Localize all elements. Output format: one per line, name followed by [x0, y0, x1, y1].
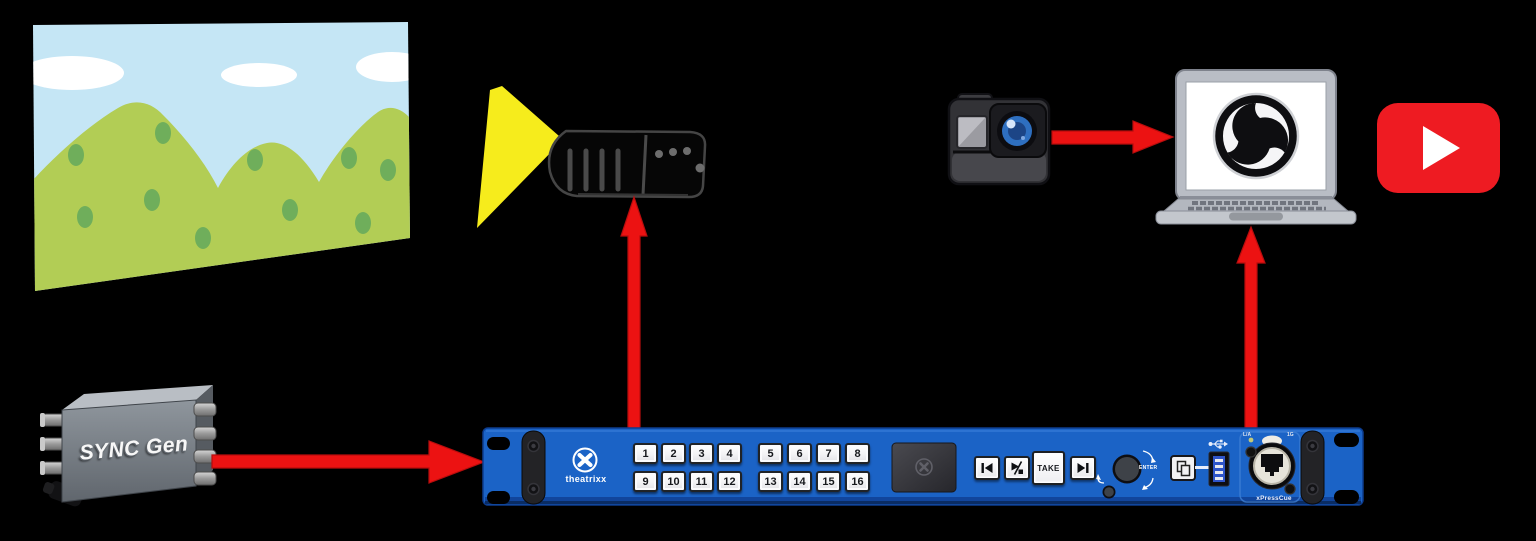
theatrixx-logo-icon	[572, 447, 598, 473]
cue-button-16: 16	[845, 471, 870, 492]
xpresscue-model-label: xPressCue	[1256, 495, 1292, 502]
laptop-icon	[1155, 69, 1357, 225]
usb-port-icon	[1208, 439, 1230, 487]
cue-button-5: 5	[758, 443, 783, 464]
rack-device	[482, 427, 1364, 506]
cue-button-2: 2	[661, 443, 686, 464]
cue-button-13: 13	[758, 471, 783, 492]
cue-button-3: 3	[689, 443, 714, 464]
arrow-rack-to-projector	[620, 195, 648, 431]
rack-handle-left	[521, 430, 546, 505]
enter-label: ENTER	[1139, 465, 1158, 471]
flow-arrows	[211, 120, 1266, 484]
cue-button-15: 15	[816, 471, 841, 492]
skip-back-button	[974, 456, 1000, 480]
projector-icon	[547, 129, 707, 199]
cue-button-1: 1	[633, 443, 658, 464]
rack-ear-slot	[1334, 490, 1359, 504]
cue-button-12: 12	[717, 471, 742, 492]
copy-button	[1170, 455, 1196, 481]
cue-button-11: 11	[689, 471, 714, 492]
cue-button-4: 4	[717, 443, 742, 464]
cue-button-10: 10	[661, 471, 686, 492]
light-beam	[477, 86, 559, 228]
play-stop-icon	[1011, 461, 1023, 475]
cue-button-6: 6	[787, 443, 812, 464]
rack-ear-slot	[1334, 433, 1359, 447]
skip-forward-icon	[1077, 463, 1089, 473]
rack-ear-slot	[487, 491, 510, 504]
rack-handle-right	[1300, 430, 1325, 505]
theatrixx-brand-label: theatrixx	[565, 474, 607, 484]
lcd-screen	[891, 442, 957, 493]
arrow-camera-to-laptop	[1051, 120, 1175, 154]
youtube-logo	[1377, 103, 1500, 193]
obs-logo	[1212, 92, 1300, 180]
action-camera-icon	[947, 93, 1051, 186]
take-button: TAKE	[1032, 451, 1065, 485]
cue-button-14: 14	[787, 471, 812, 492]
skip-back-icon	[981, 463, 993, 473]
back-button	[1096, 474, 1116, 499]
arrow-syncgen-to-rack	[211, 440, 486, 484]
play-stop-button	[1004, 456, 1030, 480]
rack-ear-slot	[487, 437, 510, 450]
skip-forward-button	[1070, 456, 1096, 480]
cue-button-9: 9	[633, 471, 658, 492]
rotary-encoder-knob	[1112, 450, 1156, 490]
link-line	[1195, 466, 1209, 469]
arrow-rack-to-laptop	[1236, 225, 1266, 433]
ethernet-la-label: L/A	[1243, 432, 1252, 438]
ethercon-port	[1239, 431, 1301, 503]
sync-gen-device	[40, 385, 217, 507]
landscape-graphic	[33, 22, 410, 291]
ethernet-1g-label: 1G	[1287, 432, 1294, 438]
cue-button-8: 8	[845, 443, 870, 464]
cue-button-7: 7	[816, 443, 841, 464]
